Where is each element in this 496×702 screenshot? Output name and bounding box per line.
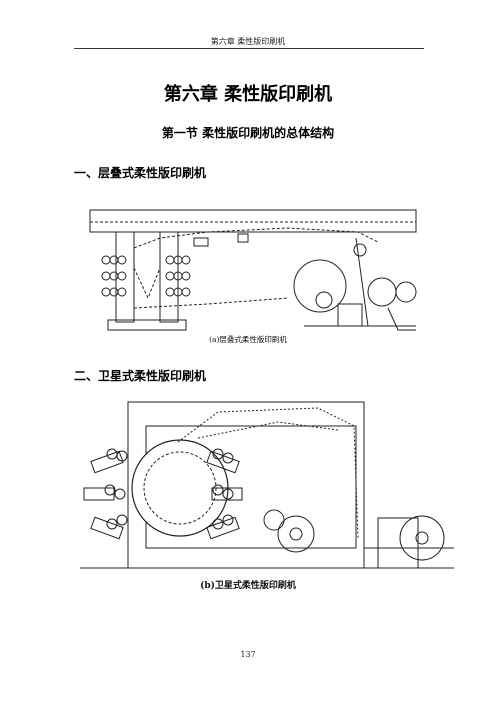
subsection-heading-satellite-press: 二、卫星式柔性版印刷机 (74, 369, 207, 383)
header-rule (74, 48, 424, 49)
page-number: 137 (240, 650, 256, 659)
chapter-title: 第六章 柔性版印刷机 (163, 84, 333, 105)
satellite-press-diagram (78, 398, 454, 578)
figure-caption-b: (b)卫星式柔性版印刷机 (200, 581, 296, 591)
figure-caption-a: (a)层叠式柔性版印刷机 (209, 335, 287, 344)
subsection-heading-stack-press: 一、层叠式柔性版印刷机 (74, 166, 207, 180)
stack-press-diagram (88, 208, 418, 333)
running-header: 第六章 柔性版印刷机 (210, 37, 286, 46)
section-title: 第一节 柔性版印刷机的总体结构 (161, 126, 335, 140)
